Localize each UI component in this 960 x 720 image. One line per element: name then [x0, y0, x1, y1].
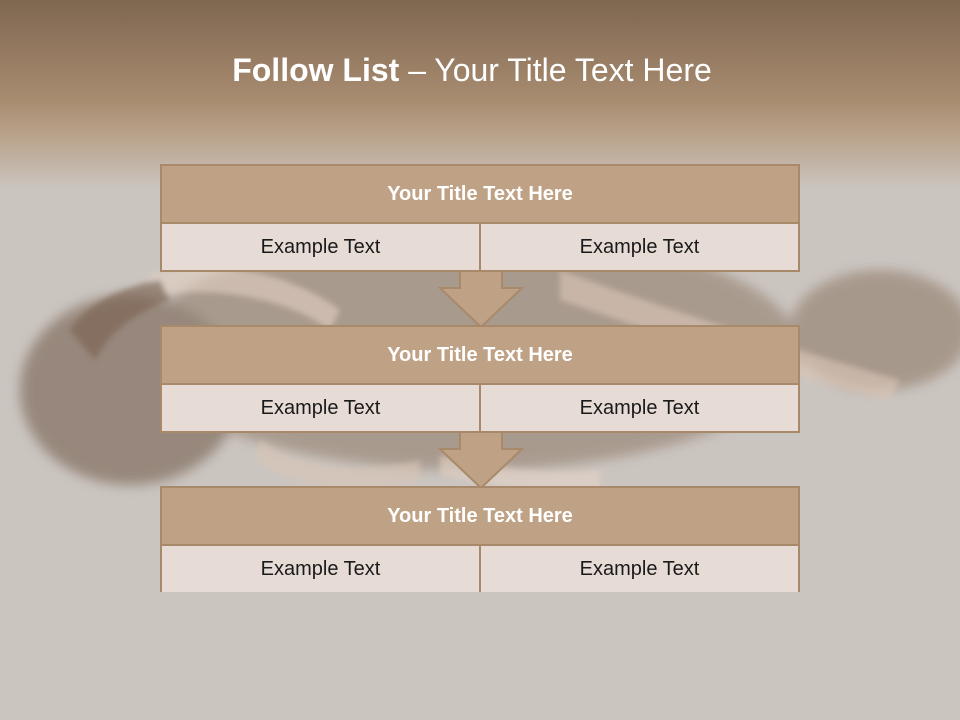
block-header-2: Your Title Text Here: [162, 327, 798, 385]
block-cell-left-1: Example Text: [162, 224, 479, 270]
block-cell-right-2: Example Text: [479, 385, 798, 431]
list-block-3: Your Title Text Here Example Text Exampl…: [160, 486, 800, 592]
block-header-3: Your Title Text Here: [162, 488, 798, 546]
slide-title-rest: – Your Title Text Here: [399, 52, 712, 88]
down-arrow-icon: [438, 270, 524, 328]
block-row-2: Example Text Example Text: [162, 385, 798, 431]
slide-title-bold: Follow List: [232, 52, 400, 88]
list-block-1: Your Title Text Here Example Text Exampl…: [160, 164, 800, 272]
slide-title: Follow List – Your Title Text Here: [0, 52, 944, 89]
block-cell-left-2: Example Text: [162, 385, 479, 431]
block-cell-right-1: Example Text: [479, 224, 798, 270]
block-row-1: Example Text Example Text: [162, 224, 798, 270]
down-arrow-icon: [438, 431, 524, 489]
top-gradient-band: [0, 0, 960, 190]
block-cell-right-3: Example Text: [479, 546, 798, 592]
block-row-3: Example Text Example Text: [162, 546, 798, 592]
block-header-1: Your Title Text Here: [162, 166, 798, 224]
list-block-2: Your Title Text Here Example Text Exampl…: [160, 325, 800, 433]
block-cell-left-3: Example Text: [162, 546, 479, 592]
